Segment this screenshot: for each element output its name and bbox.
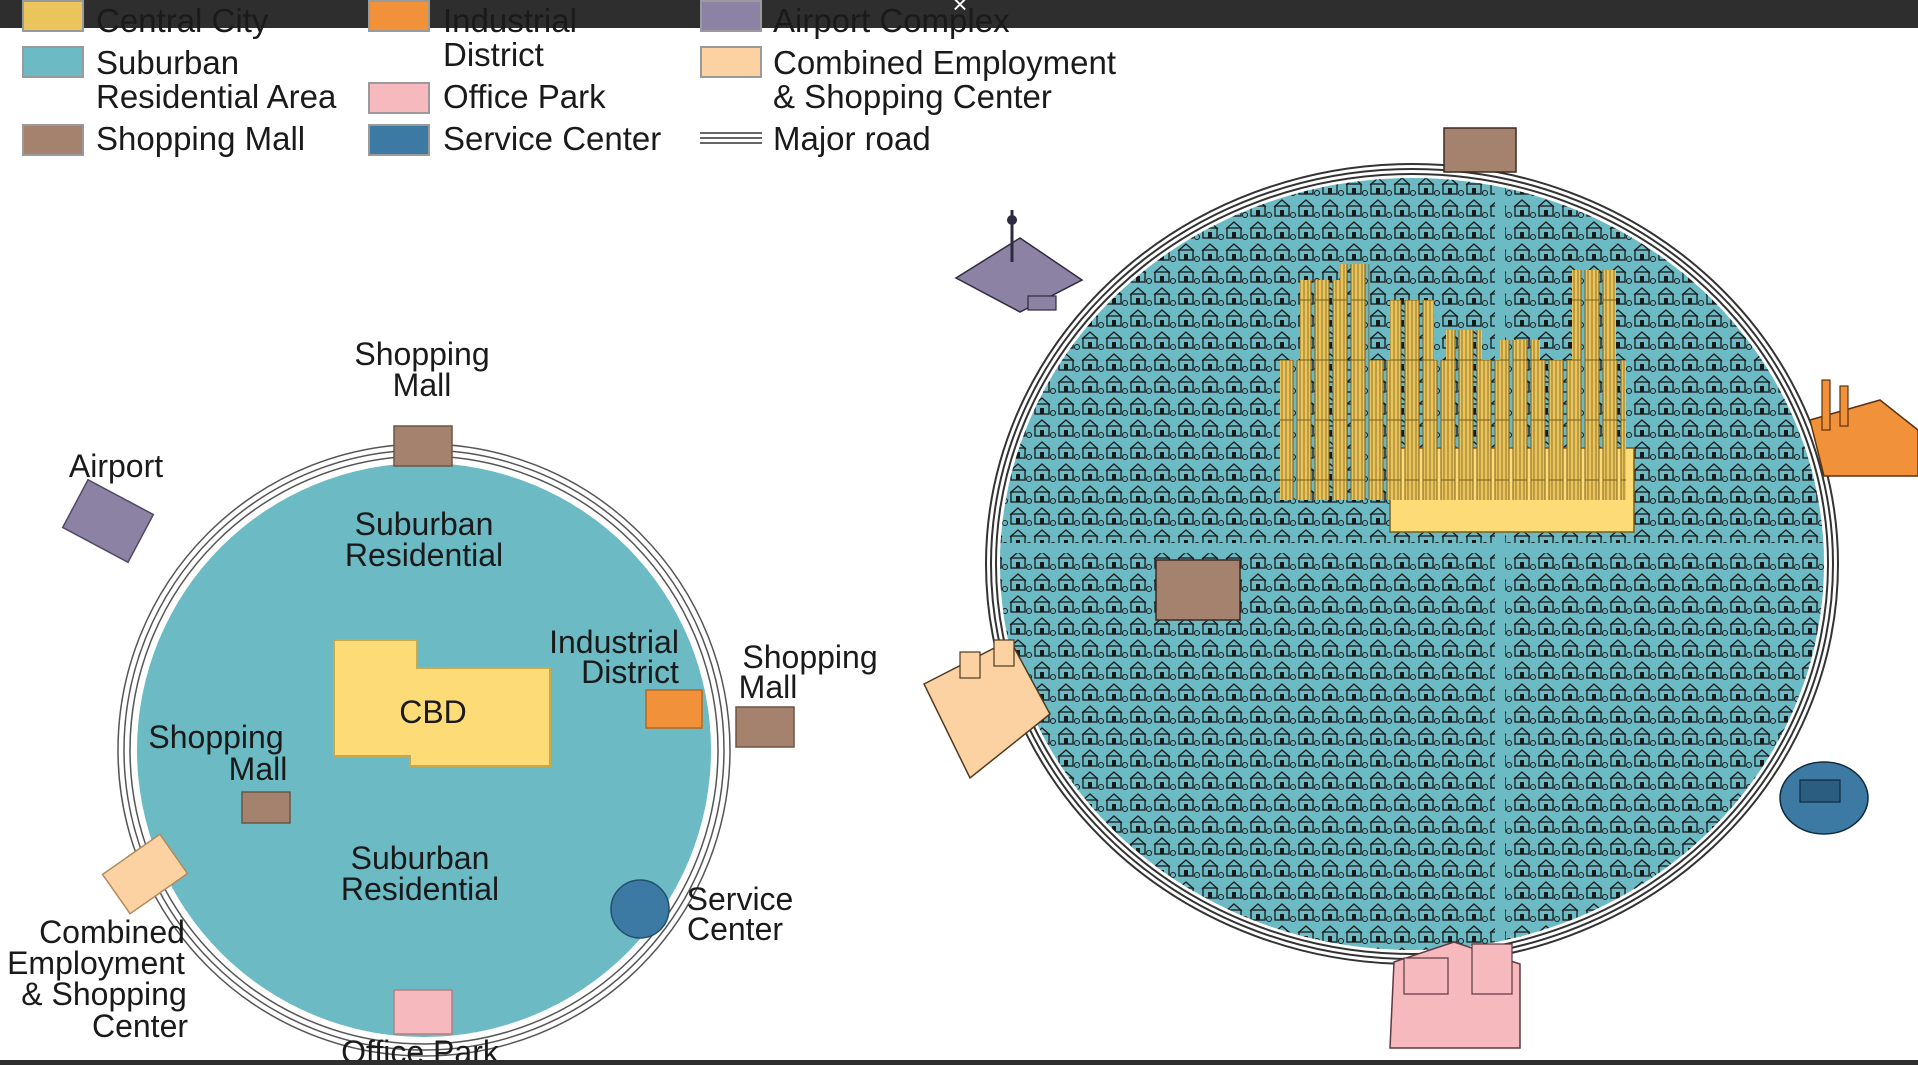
legend-label-shopping-mall: Shopping Mall (96, 120, 306, 157)
city-skyline-icon (1280, 264, 1635, 533)
service-center-icon (1779, 761, 1869, 835)
cbd-block (333, 639, 551, 767)
label-combined-1: Combined (39, 914, 185, 950)
close-icon[interactable]: × (952, 0, 968, 19)
combined-center-icon (923, 638, 1051, 780)
label-shopping-mall-right-2: Mall (739, 669, 798, 705)
label-cbd: CBD (399, 694, 467, 730)
triple-line-icon (700, 132, 762, 148)
shopping-mall-left (241, 791, 291, 824)
shopping-mall-left-icon (1155, 559, 1241, 621)
label-shopping-mall-left-2: Mall (229, 751, 288, 787)
window-bottom-bar (0, 1060, 1918, 1065)
legend-swatch-service-center (368, 124, 430, 156)
label-suburban-bottom-1: Suburban (351, 840, 490, 876)
legend-swatch-central-city (22, 0, 84, 32)
illustrated-city (923, 127, 1918, 1049)
window-top-bar: × (0, 0, 1918, 28)
label-service-center-2: Center (687, 911, 783, 947)
office-park-icon (1389, 941, 1521, 1049)
industrial-district (645, 689, 703, 729)
label-airport: Airport (69, 448, 163, 484)
label-shopping-mall-left-1: Shopping (148, 719, 283, 755)
label-service-center-1: Service (687, 881, 794, 917)
legend-label-central-city: Central City (96, 2, 269, 39)
legend-label-office-park: Office Park (443, 78, 606, 115)
legend-label-service-center: Service Center (443, 120, 662, 157)
legend-label-suburban: Suburban Residential Area (96, 44, 337, 115)
label-shopping-mall-right-1: Shopping (742, 639, 877, 675)
legend-swatch-office-park (368, 82, 430, 114)
label-shopping-mall-top-2: Mall (393, 367, 452, 403)
industrial-icon (1809, 379, 1918, 477)
label-industrial-2: District (581, 654, 679, 690)
legend-label-industrial: Industrial District (443, 2, 577, 73)
service-center (610, 879, 670, 939)
legend-swatch-airport (700, 0, 762, 32)
legend-label-airport: Airport Complex (773, 2, 1010, 39)
combined-center (101, 833, 189, 915)
shopping-mall-icon (1443, 127, 1517, 173)
label-suburban-top-1: Suburban (355, 506, 494, 542)
label-combined-3: & Shopping (21, 976, 186, 1012)
legend-swatch-industrial (368, 0, 430, 32)
legend-swatch-shopping-mall (22, 124, 84, 156)
shopping-mall-top (393, 425, 453, 467)
label-combined-2: Employment (7, 945, 185, 981)
shopping-mall-right (735, 706, 795, 748)
airport-icon (954, 210, 1084, 313)
schematic-diagram: Shopping Mall Airport Suburban Residenti… (7, 336, 878, 1065)
label-suburban-bottom-2: Residential (341, 871, 499, 907)
label-combined-4: Center (92, 1008, 188, 1044)
airport (61, 478, 155, 564)
legend-swatch-combined (700, 46, 762, 78)
label-industrial-1: Industrial (549, 624, 679, 660)
legend-label-major-road: Major road (773, 120, 931, 157)
legend-label-combined: Combined Employment & Shopping Center (773, 44, 1116, 115)
label-shopping-mall-top-1: Shopping (354, 336, 489, 372)
label-office-park: Office Park (341, 1034, 500, 1065)
city-ring-road-inner (995, 173, 1829, 955)
legend-swatch-suburban (22, 46, 84, 78)
label-suburban-top-2: Residential (345, 537, 503, 573)
office-park (393, 989, 453, 1035)
